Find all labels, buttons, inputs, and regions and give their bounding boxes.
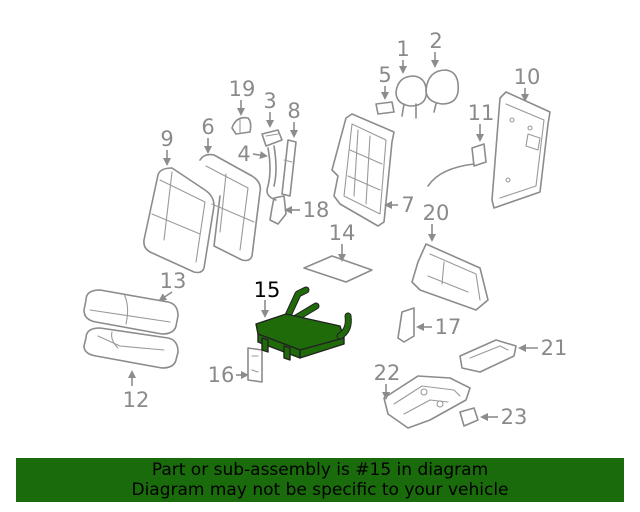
- callout-20: 20: [423, 201, 450, 225]
- callout-19: 19: [229, 77, 256, 101]
- part-16-bracket: [247, 347, 263, 383]
- callout-13: 13: [160, 269, 187, 293]
- part-11-cable: [427, 143, 487, 187]
- callout-1: 1: [396, 37, 409, 61]
- callout-8: 8: [287, 99, 300, 123]
- callout-10: 10: [514, 65, 541, 89]
- callout-18: 18: [303, 198, 330, 222]
- callout-5: 5: [378, 63, 391, 87]
- part-3-lock: [261, 129, 283, 147]
- callout-12: 12: [123, 388, 150, 412]
- part-13-cushion: [83, 289, 179, 335]
- callout-17: 17: [435, 315, 462, 339]
- part-18-bracket: [269, 195, 287, 225]
- part-7-frame: [331, 113, 395, 227]
- part-5-tag: [375, 101, 395, 115]
- callout-7: 7: [401, 193, 414, 217]
- callout-9: 9: [160, 127, 173, 151]
- part-22-track: [383, 375, 471, 429]
- leader-lines: [128, 52, 538, 421]
- part-14-mat: [303, 255, 373, 283]
- part-9-seatback-cover: [143, 167, 215, 274]
- parts-diagram: 1 2 5 10 19 3 8 11 6 9 4 7 18 20 14 13 1…: [83, 29, 568, 429]
- part-4-cable: [266, 145, 277, 201]
- callout-16: 16: [208, 363, 235, 387]
- callout-21: 21: [541, 336, 568, 360]
- callout-22: 22: [374, 361, 401, 385]
- callout-3: 3: [263, 89, 276, 113]
- info-banner: Part or sub-assembly is #15 in diagram D…: [16, 458, 624, 502]
- part-17-bracket: [397, 307, 415, 343]
- part-2-headrest: [425, 69, 460, 113]
- part-12-cushion-pad: [83, 327, 179, 369]
- callout-23: 23: [501, 405, 528, 429]
- callout-6: 6: [201, 115, 214, 139]
- part-10-panel: [491, 91, 551, 209]
- part-1-headrest: [395, 75, 428, 119]
- part-15-seat-frame-highlight: [255, 286, 352, 361]
- callout-15-highlighted: 15: [254, 278, 281, 302]
- callout-11: 11: [468, 101, 495, 125]
- banner-line-1: Part or sub-assembly is #15 in diagram: [151, 460, 489, 480]
- callout-2: 2: [429, 29, 442, 53]
- callout-14: 14: [329, 221, 356, 245]
- part-6-seatback-pad: [199, 153, 262, 262]
- part-8-hinge: [281, 139, 297, 197]
- callout-4: 4: [237, 142, 250, 166]
- part-20-bracket: [411, 243, 489, 311]
- part-23-cap: [459, 407, 479, 427]
- part-19-guide: [231, 116, 252, 135]
- banner-line-2: Diagram may not be specific to your vehi…: [131, 480, 509, 500]
- part-21-rail: [459, 339, 517, 373]
